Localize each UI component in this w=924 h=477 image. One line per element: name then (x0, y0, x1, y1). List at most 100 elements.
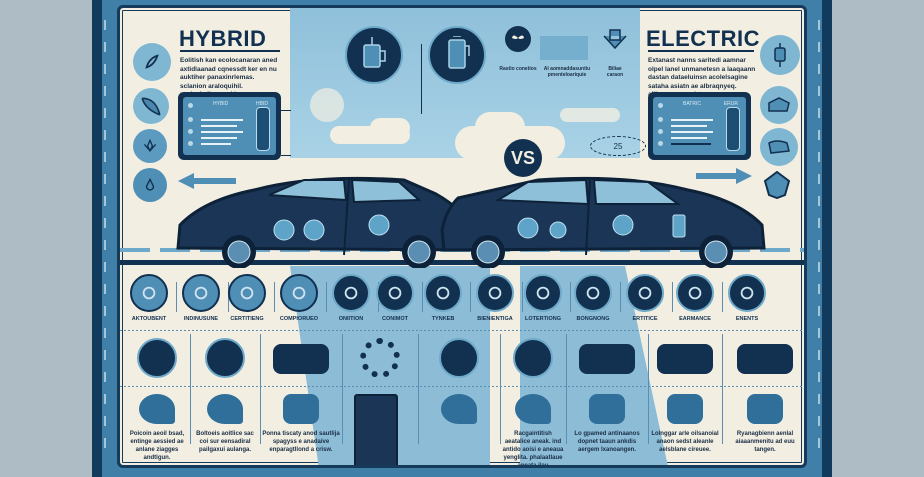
grid-separator (500, 334, 501, 444)
boat-icon (603, 29, 627, 50)
cell-description: Ryanagbienn aenlal aiaaanmenitu ad euu t… (735, 431, 795, 453)
hand-icon (760, 86, 798, 124)
gear-icon (360, 338, 400, 378)
cell-description: Poicoin aeoil bsad, entinge aessied ae a… (129, 431, 185, 461)
cell-description: Racgaintitish aeatalice aneak. ind antid… (502, 431, 564, 468)
separator (620, 282, 621, 312)
grid-separator (260, 334, 261, 444)
car-front-icon (747, 394, 783, 424)
divider-line (421, 44, 422, 114)
fuel-tank-icon (345, 26, 403, 84)
feature-label: BONGNONG (576, 316, 610, 322)
lotus-icon (133, 129, 167, 163)
bulb-icon (137, 338, 177, 378)
feather-leaf-icon (133, 88, 169, 124)
leaf-shield-icon (207, 394, 243, 424)
cloud (370, 118, 410, 138)
electric-title-rule (648, 50, 754, 52)
leaf-icon (133, 43, 171, 81)
battery-icon (130, 274, 168, 312)
feature-label: COMPIORUEO (279, 316, 319, 322)
wall-left (0, 0, 92, 477)
arrow-left-icon (178, 173, 236, 189)
cell-description: Ponna tiscaty anod sautlija spagyss e an… (262, 431, 340, 453)
feature-label: LOTERTIONG (524, 316, 562, 322)
charger-icon (354, 394, 398, 465)
hybrid-car (176, 176, 478, 268)
car-icon (273, 344, 329, 374)
cloud (560, 108, 620, 122)
battery-pack-icon (439, 338, 479, 378)
frame-dash-right (818, 20, 820, 460)
hybrid-title: HYBRID (179, 26, 267, 51)
electric-dashboard-screen: BATRIC ERUR (648, 92, 751, 160)
feature-label: AKTOUBENT (131, 316, 167, 322)
hatchback-icon (589, 394, 625, 424)
battery-gauge-icon (726, 107, 740, 151)
grid-separator (342, 334, 343, 444)
sprout-icon (505, 26, 531, 52)
separator (470, 282, 471, 312)
frame-dash-left (104, 20, 106, 460)
sky-caption-2: Al aomnaddasuntiu pmenteloariquie (543, 66, 591, 78)
plug-icon (760, 35, 800, 75)
seven-icon (182, 274, 220, 312)
feature-label: EARMANCE (679, 316, 711, 322)
feature-label: INDINUSUNE (183, 316, 219, 322)
connector-line (281, 110, 291, 111)
cell-description: Boltoeis aoitlice sac coi sur eensadiral… (196, 431, 254, 453)
grid-separator (722, 334, 723, 444)
connector-line (281, 155, 291, 156)
leaves-icon (515, 394, 551, 424)
drop-arrow-icon (376, 274, 414, 312)
engine-icon (228, 274, 266, 312)
separator (176, 282, 177, 312)
hatchback-icon (579, 344, 635, 374)
dotted-divider (120, 386, 804, 387)
wall-right (832, 0, 924, 477)
sun-icon (280, 274, 318, 312)
globe-icon (332, 274, 370, 312)
sky-caption-1: Rastio conetios (499, 66, 537, 72)
screen-label: HYBID (213, 101, 229, 107)
cloud (475, 112, 525, 142)
plant-icon (441, 394, 477, 424)
hybrid-dashboard-screen: HYBID HBID (178, 92, 281, 160)
triangle-anchor-icon (676, 274, 714, 312)
feature-label: CONIMOT (382, 316, 408, 322)
plant-badge-icon (763, 171, 791, 199)
minivan-icon (657, 344, 713, 374)
separator (672, 282, 673, 312)
road-divider (120, 260, 804, 265)
electric-car (440, 176, 766, 268)
water-drop-icon (524, 274, 562, 312)
cell-description: Lo gpamed antinaanos dopnet taaun ankdis… (574, 431, 640, 453)
map-marker-badge: 25 (590, 136, 646, 156)
separator (522, 282, 523, 312)
feature-label: ENENTS (735, 316, 759, 322)
separator (722, 282, 723, 312)
separator (274, 282, 275, 312)
cell-description: Lolnggar arle oilsanoial anaon sedst ale… (651, 431, 719, 453)
separator (570, 282, 571, 312)
electric-title: ELECTRIC (646, 26, 760, 51)
cloud-icon (476, 274, 514, 312)
infographic-panel: HYBRID Eolitish kan ecolocanaran aned ax… (117, 5, 807, 468)
arrow-right-icon (696, 168, 752, 184)
vs-badge: VS (504, 139, 542, 177)
screen-label: BATRIC (683, 101, 701, 107)
forest-icon (424, 274, 462, 312)
city-skyline-icon (540, 36, 588, 60)
screen-side-label: HBID (256, 101, 268, 107)
hybrid-title-rule (180, 50, 280, 52)
battery-gauge-icon (256, 107, 270, 151)
battery-icon (428, 26, 486, 84)
grid-separator (648, 334, 649, 444)
feature-label: ERTITICE (632, 316, 658, 322)
separator (326, 282, 327, 312)
hatchback-icon (667, 394, 703, 424)
van-icon (737, 344, 793, 374)
feature-label: BIENIENTIGA (477, 316, 513, 322)
sky-caption-3: Biliae caraon (606, 66, 624, 78)
sprout-icon (513, 338, 553, 378)
